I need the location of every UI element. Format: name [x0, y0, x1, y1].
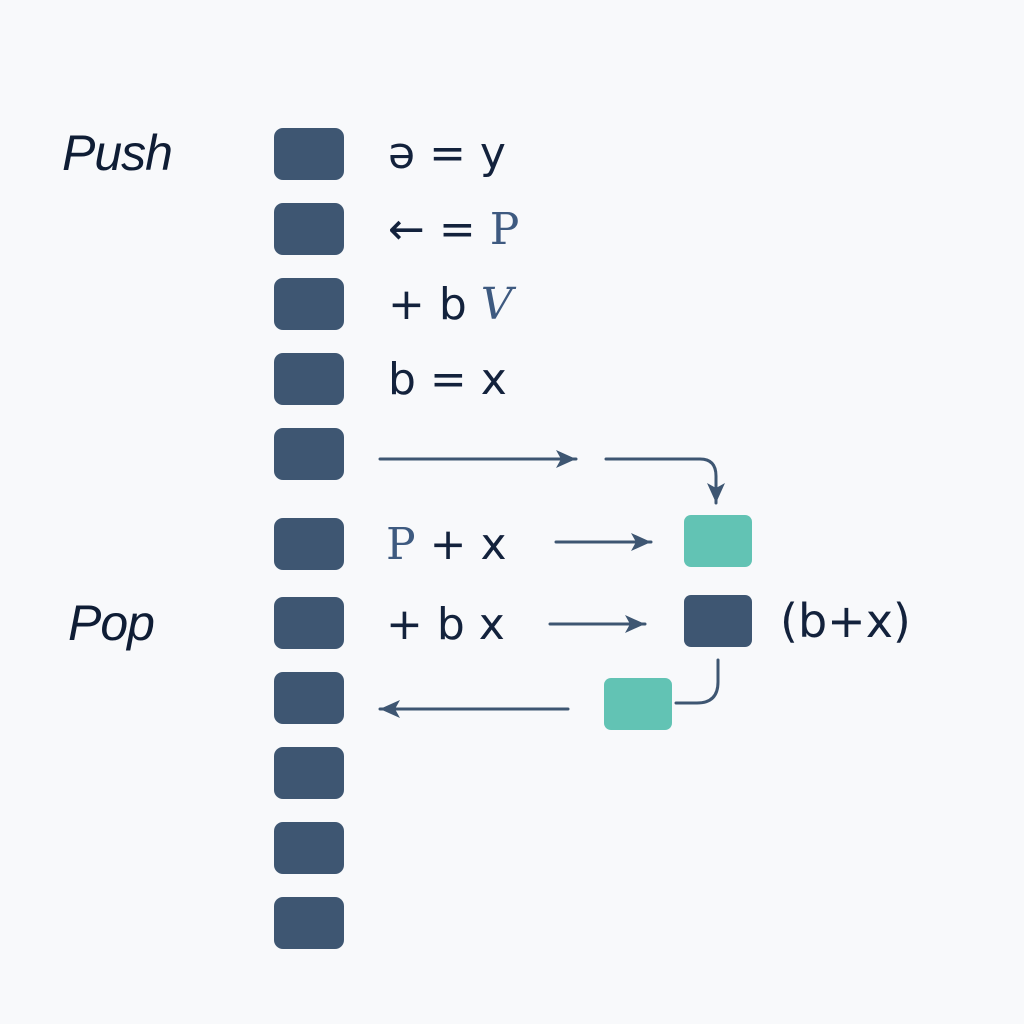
stack-cell: [274, 597, 344, 649]
expression-6-text: + b x: [386, 599, 505, 650]
stack-cell: [274, 353, 344, 405]
expression-5: P + x: [386, 523, 507, 567]
stack-cell: [274, 203, 344, 255]
expression-3-lhs: + b: [388, 279, 481, 330]
expression-5-symbol: P: [386, 519, 416, 570]
result-expression: (b+x): [780, 594, 911, 648]
expression-1-symbol: ə: [388, 128, 416, 179]
pop-label: Pop: [68, 595, 155, 651]
expression-6: + b x: [386, 603, 505, 647]
navy-node: [684, 595, 752, 647]
teal-node-lower: [604, 678, 672, 730]
stack-cell: [274, 897, 344, 949]
stack-cell: [274, 822, 344, 874]
arrow-bend-down: [604, 457, 725, 505]
expression-5-rest: + x: [415, 519, 507, 570]
teal-node-upper: [684, 515, 752, 567]
expression-3-symbol: V: [480, 279, 513, 330]
stack-cell: [274, 672, 344, 724]
expression-1-rest: = y: [415, 128, 506, 179]
stack-cell: [274, 128, 344, 180]
stack-cell: [274, 428, 344, 480]
stack-cell: [274, 278, 344, 330]
connector-curve: [674, 658, 720, 705]
expression-4: b = x: [388, 358, 507, 402]
stack-cell: [274, 518, 344, 570]
expression-1: ə = y: [388, 132, 506, 176]
expression-2-lhs: ← =: [388, 204, 490, 255]
expression-3: + b V: [388, 283, 513, 327]
stack-cell: [274, 747, 344, 799]
expression-2: ← = P: [388, 208, 519, 252]
push-label: Push: [62, 125, 173, 181]
expression-2-symbol: P: [489, 204, 520, 255]
expression-4-text: b = x: [388, 354, 507, 405]
